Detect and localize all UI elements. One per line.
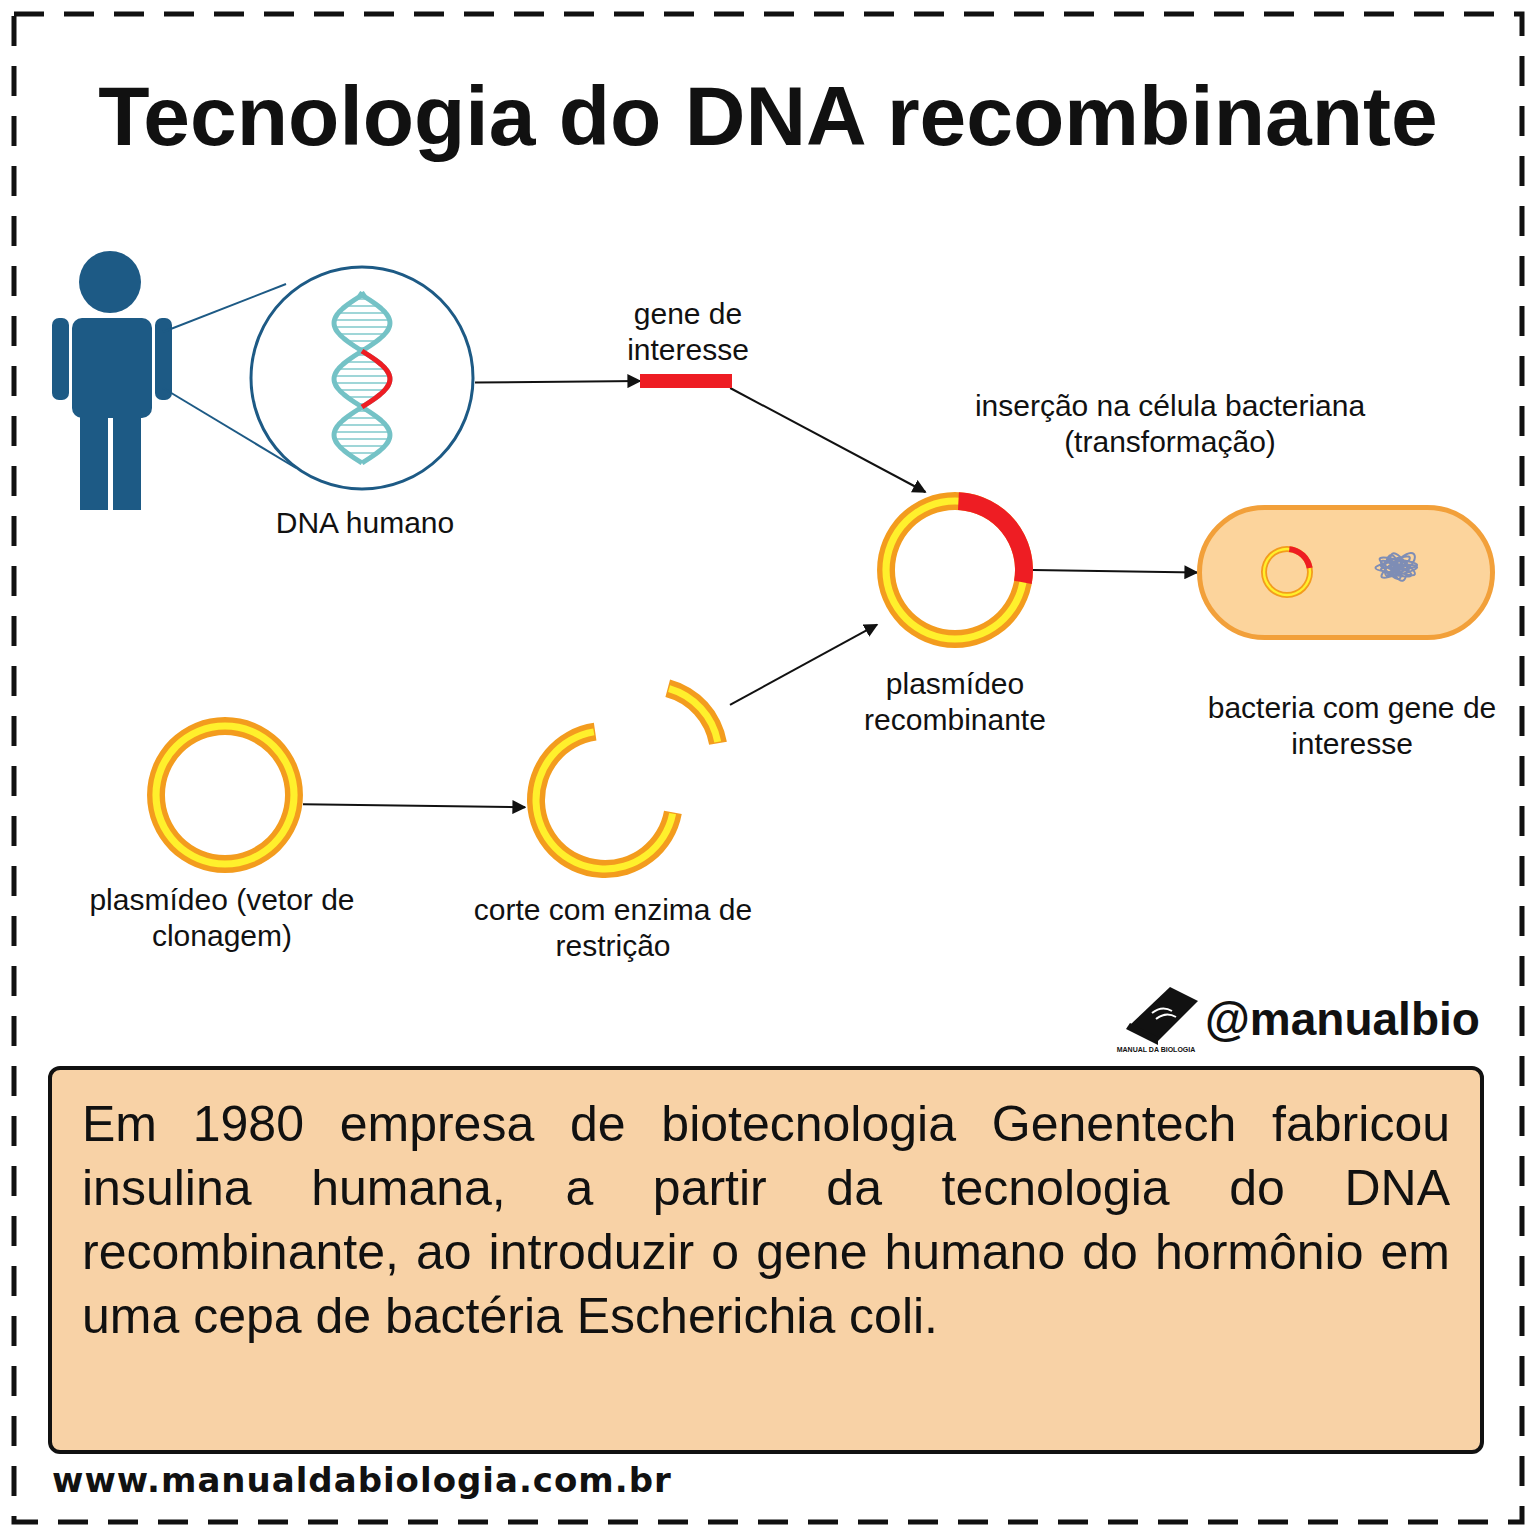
ring-outer — [1261, 546, 1313, 598]
base-pair — [334, 431, 389, 433]
dashed-frame — [14, 14, 1522, 1522]
recombinant-plasmid: plasmídeo recombinante — [877, 492, 1033, 648]
book-pages — [1126, 1023, 1158, 1045]
plasmid-vector: plasmídeo (vetor de clonagem) — [147, 717, 303, 873]
ring-inner — [152, 722, 297, 867]
title-text: Tecnologia do DNA recombinante — [98, 70, 1437, 162]
ring-outer — [527, 723, 682, 878]
gene-segment — [362, 351, 390, 407]
inserted-gene — [1289, 546, 1313, 568]
person-arm — [52, 318, 69, 400]
info-text: Em 1980 empresa de biotecnologia Genente… — [52, 1070, 1480, 1370]
cut-plasmid-shape — [525, 675, 730, 880]
base-pair — [335, 326, 390, 328]
base-pair — [338, 312, 385, 314]
logo-text: MANUAL DA BIOLOGIA — [1104, 1046, 1208, 1054]
ring-inner — [532, 728, 676, 872]
node-label: plasmídeo (vetor de clonagem) — [52, 882, 392, 954]
node-label: gene de interesse — [608, 296, 768, 368]
zoom-circle — [251, 267, 473, 489]
book-emblem — [1152, 1008, 1176, 1019]
base-pair — [338, 368, 385, 370]
bacterium-body — [1200, 508, 1493, 638]
small-plasmid — [1261, 546, 1313, 598]
base-pair — [339, 445, 385, 447]
base-pair — [334, 319, 389, 321]
base-pair — [335, 382, 390, 384]
node-label: plasmídeo recombinante — [835, 666, 1075, 738]
ring-outer — [147, 717, 303, 873]
recombinant-plasmid-shape — [877, 492, 1033, 648]
arrow-connector — [730, 625, 877, 705]
person-leg — [113, 414, 141, 510]
ring-outer — [665, 680, 726, 745]
bacterium-cell: bacteria com gene de interesse — [1197, 505, 1495, 640]
arrow-connector — [730, 388, 925, 492]
dna-strand — [334, 293, 390, 463]
arrow-connector — [303, 804, 525, 807]
plasmid-vector-shape — [147, 717, 303, 873]
bacterial-chromosome — [1375, 553, 1417, 581]
gene-bar-shape — [640, 374, 732, 388]
edge-label: inserção na célula bacteriana (transform… — [930, 388, 1410, 460]
recombinant-plasmid — [877, 492, 1033, 648]
plasmid — [147, 717, 303, 873]
info-box: Em 1980 empresa de biotecnologia Genente… — [48, 1066, 1484, 1454]
cut-fragment — [665, 680, 726, 745]
person-leg — [80, 414, 108, 510]
arrow-connector — [1033, 570, 1197, 573]
cut-plasmid: corte com enzima de restrição — [525, 675, 730, 880]
dna-circle: DNA humano — [249, 265, 475, 491]
gene-bar — [640, 374, 732, 388]
ring-outer — [877, 492, 1033, 648]
cut-plasmid — [527, 723, 682, 878]
gene-bar: gene de interesse — [640, 374, 732, 388]
base-pair — [334, 375, 389, 377]
arrow-connector — [475, 381, 640, 383]
dna-strand — [334, 293, 390, 463]
person-icon — [52, 251, 172, 510]
node-label: corte com enzima de restrição — [448, 892, 778, 964]
dna-circle-shape — [249, 265, 475, 491]
base-pair — [335, 438, 390, 440]
base-pair — [338, 424, 385, 426]
base-pair — [339, 389, 385, 391]
person-head — [79, 251, 141, 313]
inserted-gene — [958, 492, 1033, 584]
base-pair — [339, 333, 385, 335]
bacterium-cell-shape — [1197, 505, 1495, 640]
book-logo — [1126, 987, 1198, 1045]
ring-inner — [668, 685, 721, 742]
person-torso — [72, 318, 152, 418]
node-label: DNA humano — [235, 505, 495, 541]
website-text: www.manualdabiologia.com.br — [52, 1460, 812, 1501]
node-label: bacteria com gene de interesse — [1192, 690, 1512, 762]
handle-text: @manualbio — [1205, 992, 1495, 1047]
